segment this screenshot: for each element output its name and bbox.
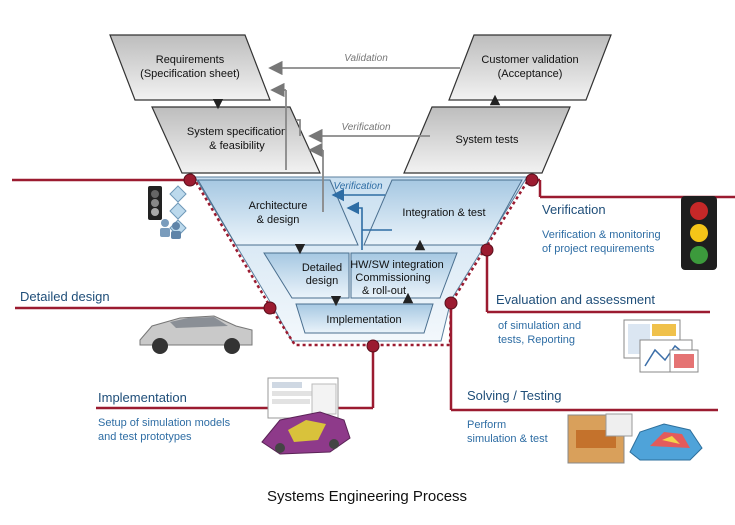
svg-text:(Specification sheet): (Specification sheet): [140, 68, 240, 80]
flow-arrows: [294, 239, 426, 307]
svg-text:System tests: System tests: [456, 134, 519, 146]
svg-text:Verification: Verification: [542, 202, 606, 217]
validation-arrows: [268, 60, 460, 212]
svg-text:and test prototypes: and test prototypes: [98, 431, 192, 443]
architecture-box: Architecture & design: [197, 179, 359, 246]
svg-text:Architecture: Architecture: [249, 200, 308, 212]
svg-text:Implementation: Implementation: [326, 314, 401, 326]
evaluation-label-group: Evaluation and assessment of simulation …: [496, 292, 655, 346]
svg-text:Customer validation: Customer validation: [481, 54, 578, 66]
customer-validation-box: Customer validation (Acceptance): [448, 34, 612, 101]
svg-text:System specification: System specification: [187, 126, 287, 138]
review-team-icon: [148, 185, 187, 239]
milestone-dots: [183, 173, 539, 353]
verification-label-group: Verification Verification & monitoring o…: [542, 202, 661, 255]
svg-text:Verification & monitoring: Verification & monitoring: [542, 229, 661, 241]
svg-text:Implementation: Implementation: [98, 390, 187, 405]
solving-label-group: Solving / Testing Perform simulation & t…: [467, 388, 561, 445]
traffic-light-icon: [681, 196, 717, 270]
hwsw-integration-box: HW/SW integration Commissioning & roll-o…: [350, 252, 458, 299]
implementation-label-group: Implementation Setup of simulation model…: [98, 390, 231, 443]
svg-text:of project requirements: of project requirements: [542, 243, 655, 255]
svg-text:tests, Reporting: tests, Reporting: [498, 334, 575, 346]
cascade-arrows: [212, 94, 501, 110]
svg-text:Setup of simulation models: Setup of simulation models: [98, 417, 231, 429]
svg-text:Perform: Perform: [467, 419, 506, 431]
system-spec-box: System specification & feasibility: [151, 106, 321, 174]
svg-text:& feasibility: & feasibility: [209, 140, 265, 152]
svg-text:& roll-out: & roll-out: [362, 285, 406, 297]
detailed-design-label-group: Detailed design: [20, 289, 110, 304]
report-charts-icon: [623, 319, 699, 373]
integration-box: Integration & test: [363, 179, 523, 246]
inner-verification-arrows: [331, 188, 392, 250]
implementation-box: Implementation: [295, 303, 434, 334]
requirements-box: Requirements (Specification sheet): [109, 34, 271, 101]
svg-text:Requirements: Requirements: [156, 54, 225, 66]
system-tests-box: System tests: [403, 106, 571, 174]
svg-text:Commissioning: Commissioning: [355, 272, 430, 284]
simulation-model-icon: [261, 377, 351, 455]
svg-text:Detailed: Detailed: [302, 262, 342, 274]
svg-text:of simulation and: of simulation and: [498, 320, 581, 332]
validation-label: Validation: [344, 53, 388, 64]
svg-text:Solving / Testing: Solving / Testing: [467, 388, 561, 403]
svg-text:Detailed design: Detailed design: [20, 289, 110, 304]
svg-text:(Acceptance): (Acceptance): [498, 68, 563, 80]
svg-text:HW/SW integration: HW/SW integration: [350, 259, 444, 271]
detailed-design-box: Detailed design: [263, 252, 350, 299]
svg-text:Integration & test: Integration & test: [402, 207, 485, 219]
verification-top-label: Verification: [341, 122, 391, 133]
svg-text:& design: & design: [257, 214, 300, 226]
svg-text:Evaluation and assessment: Evaluation and assessment: [496, 292, 655, 307]
svg-text:design: design: [306, 275, 338, 287]
car-icon: [139, 315, 253, 354]
diagram-title: Systems Engineering Process: [267, 488, 467, 505]
crash-simulation-icon: [567, 413, 703, 464]
svg-text:simulation & test: simulation & test: [467, 433, 548, 445]
verification-inner-label: Verification: [333, 181, 383, 192]
